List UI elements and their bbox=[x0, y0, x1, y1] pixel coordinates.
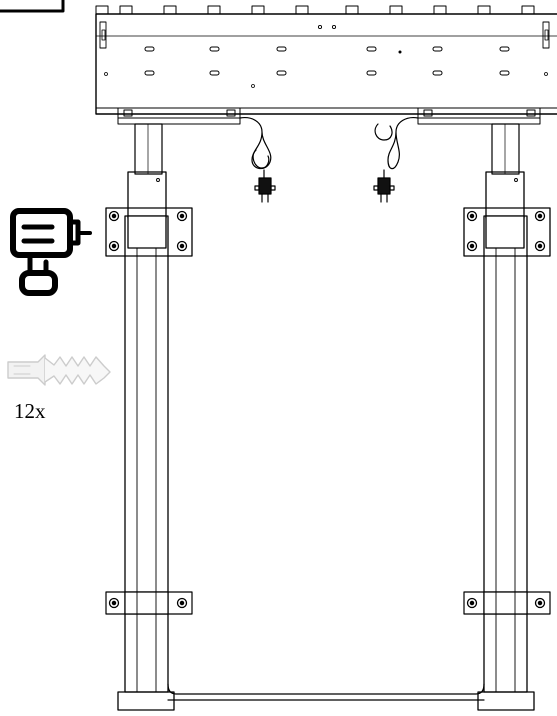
screw-hole bbox=[534, 240, 546, 252]
screw-hole bbox=[534, 210, 546, 222]
left-foot-bracket bbox=[105, 591, 193, 615]
left-wall-bracket bbox=[105, 207, 193, 257]
power-drill-icon bbox=[10, 208, 92, 296]
plate-underside-rails bbox=[117, 107, 541, 125]
left-leg-column bbox=[117, 123, 175, 711]
anchor-quantity-label: 12x bbox=[14, 399, 46, 423]
screw-hole bbox=[108, 597, 120, 609]
screw-hole bbox=[534, 597, 546, 609]
wall-anchor-icon bbox=[7, 354, 111, 386]
power-cable-right bbox=[373, 117, 419, 203]
right-leg-column bbox=[477, 123, 535, 711]
screw-hole bbox=[466, 210, 478, 222]
right-wall-bracket bbox=[463, 207, 551, 257]
screw-hole bbox=[108, 210, 120, 222]
screw-hole bbox=[466, 240, 478, 252]
screw-hole bbox=[108, 240, 120, 252]
mounting-plate bbox=[95, 5, 557, 115]
power-cable-left bbox=[239, 117, 276, 203]
screw-hole bbox=[466, 597, 478, 609]
step-frame-corner bbox=[0, 0, 65, 13]
screw-hole bbox=[176, 240, 188, 252]
screw-hole bbox=[176, 597, 188, 609]
bottom-crossbar bbox=[167, 683, 485, 701]
screw-hole bbox=[176, 210, 188, 222]
right-foot-bracket bbox=[463, 591, 551, 615]
